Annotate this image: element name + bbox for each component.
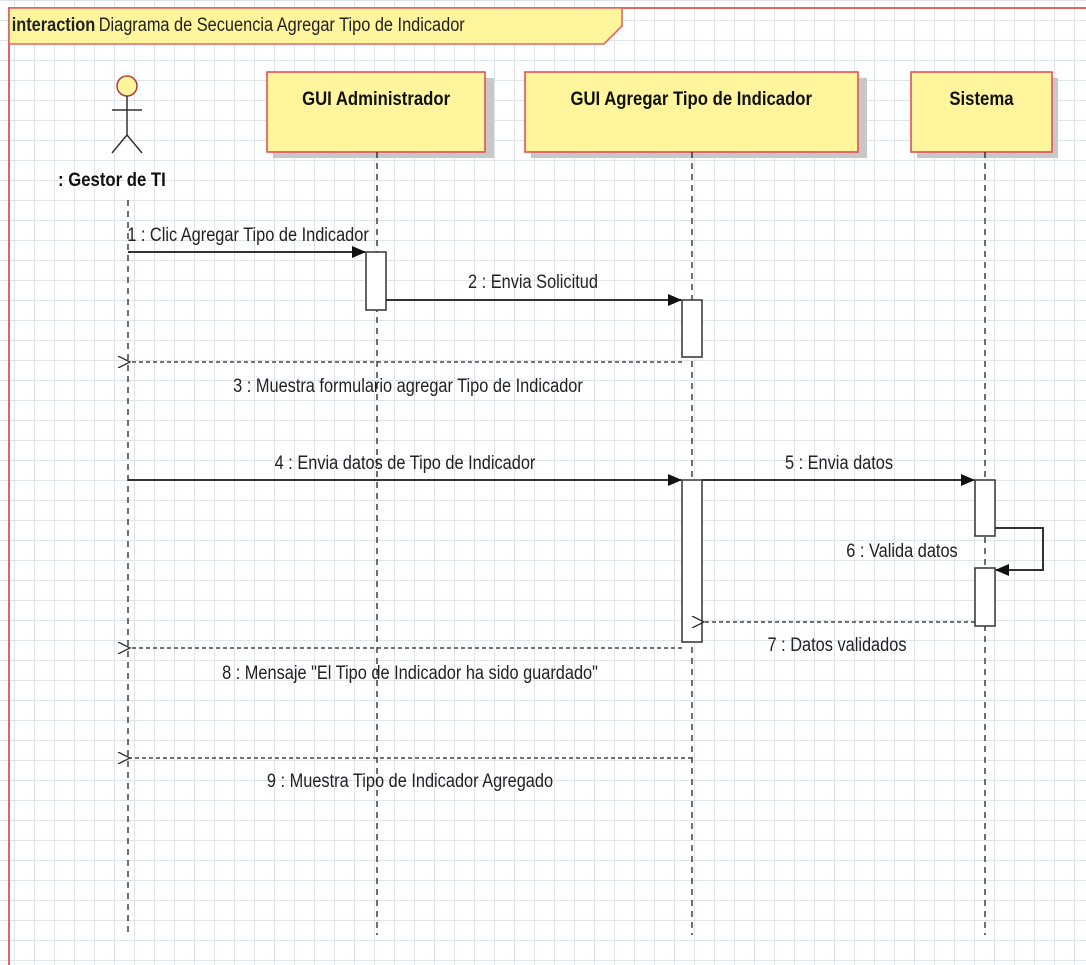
lifeline-gui-admin-label-box: GUI Administrador bbox=[267, 72, 485, 128]
lifeline-sistema-head[interactable] bbox=[910, 71, 1053, 153]
message-4-label: 4 : Envia datos de Tipo de Indicador bbox=[274, 453, 536, 474]
frame-label: interaction Diagrama de Secuencia Agrega… bbox=[10, 8, 465, 44]
activation-gui-agregar-2 bbox=[681, 479, 703, 643]
lifeline-gui-admin-head[interactable] bbox=[266, 71, 486, 153]
message-1-label: 1 : Clic Agregar Tipo de Indicador bbox=[127, 225, 369, 246]
lifeline-gui-agregar-label-box: GUI Agregar Tipo de Indicador bbox=[525, 72, 858, 128]
activation-gui-agregar-1 bbox=[681, 299, 703, 358]
lifeline-sistema-label-box: Sistema bbox=[911, 72, 1052, 128]
message-9-label: 9 : Muestra Tipo de Indicador Agregado bbox=[266, 771, 554, 792]
frame-title: Diagrama de Secuencia Agregar Tipo de In… bbox=[98, 15, 465, 36]
message-2-label: 2 : Envia Solicitud bbox=[468, 272, 598, 293]
lifeline-sistema-label: Sistema bbox=[949, 89, 1014, 110]
frame-keyword: interaction bbox=[11, 15, 96, 36]
message-7-label: 7 : Datos validados bbox=[767, 635, 907, 656]
message-8-label: 8 : Mensaje "El Tipo de Indicador ha sid… bbox=[222, 663, 598, 684]
actor-name: : Gestor de TI bbox=[58, 170, 166, 191]
lifeline-gui-admin-label: GUI Administrador bbox=[301, 89, 451, 110]
message-6-self-arrow[interactable] bbox=[995, 527, 1044, 576]
message-6-label: 6 : Valida datos bbox=[846, 541, 958, 562]
activation-gui-admin bbox=[365, 251, 387, 311]
actor-icon[interactable] bbox=[111, 75, 143, 154]
frame-label-tab bbox=[8, 7, 623, 45]
lifeline-gui-agregar-label: GUI Agregar Tipo de Indicador bbox=[570, 89, 813, 110]
lifeline-gui-agregar-head[interactable] bbox=[524, 71, 859, 153]
message-3-label: 3 : Muestra formulario agregar Tipo de I… bbox=[233, 376, 583, 397]
message-5-label: 5 : Envia datos bbox=[784, 453, 894, 474]
activation-sistema-1 bbox=[974, 479, 996, 537]
activation-sistema-2 bbox=[974, 567, 996, 627]
